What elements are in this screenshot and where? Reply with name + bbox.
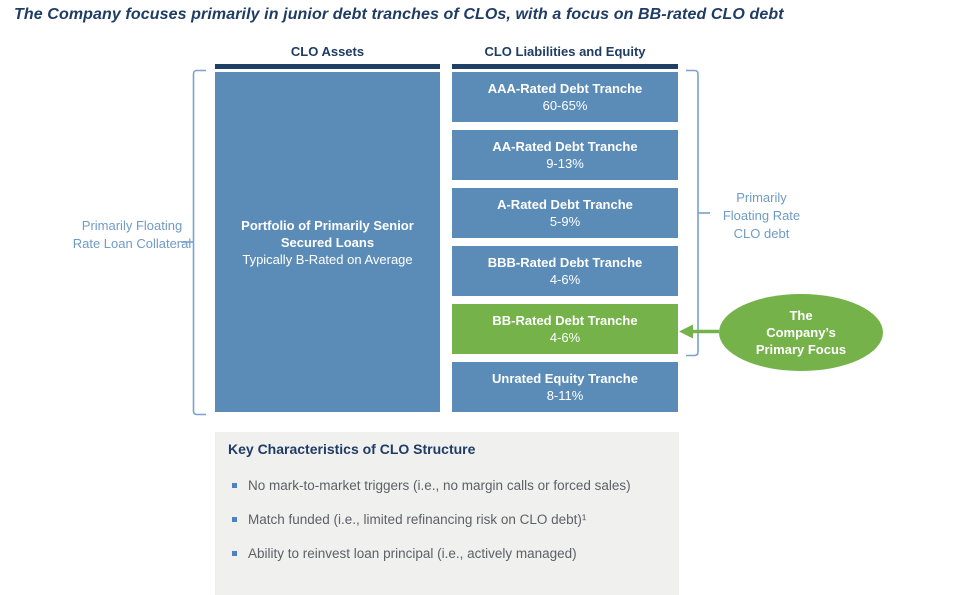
callout-line: The [789, 308, 813, 323]
right-bracket [686, 69, 699, 357]
callout-line: Company’s [766, 325, 836, 340]
list-item: No mark-to-market triggers (i.e., no mar… [232, 476, 667, 495]
tranche-bb-focus: BB-Rated Debt Tranche 4-6% [452, 304, 678, 354]
tranche-range: 5-9% [549, 214, 581, 229]
tranche-aa: AA-Rated Debt Tranche 9-13% [452, 130, 678, 180]
tranche-name: A-Rated Debt Tranche [497, 197, 633, 212]
tranche-range: 8-11% [546, 388, 584, 403]
list-item: Match funded (i.e., limited refinancing … [232, 510, 667, 529]
bullet-list: No mark-to-market triggers (i.e., no mar… [232, 476, 667, 578]
clo-assets-box: Portfolio of Primarily Senior Secured Lo… [215, 72, 440, 412]
tranche-range: 4-6% [549, 272, 581, 287]
tranche-name: Unrated Equity Tranche [492, 371, 638, 386]
column-header-clo-assets: CLO Assets [215, 44, 440, 69]
tranche-range: 60-65% [542, 98, 588, 113]
tranche-aaa: AAA-Rated Debt Tranche 60-65% [452, 72, 678, 122]
bullet-square-icon [232, 517, 237, 522]
left-bracket-label: Primarily Floating Rate Loan Collateral [72, 218, 192, 251]
bullet-square-icon [232, 483, 237, 488]
tranche-bbb: BBB-Rated Debt Tranche 4-6% [452, 246, 678, 296]
panel-title: Key Characteristics of CLO Structure [228, 441, 476, 457]
primary-focus-callout: The Company’s Primary Focus [719, 294, 883, 371]
left-bracket [192, 69, 206, 416]
column-header-clo-liabilities: CLO Liabilities and Equity [452, 44, 678, 69]
tranche-name: AAA-Rated Debt Tranche [487, 81, 643, 96]
tranche-name: BBB-Rated Debt Tranche [487, 255, 643, 270]
bullet-square-icon [232, 551, 237, 556]
tranche-name: BB-Rated Debt Tranche [492, 313, 638, 328]
tranche-range: 9-13% [546, 156, 584, 171]
tranche-a: A-Rated Debt Tranche 5-9% [452, 188, 678, 238]
page-title: The Company focuses primarily in junior … [14, 6, 784, 23]
callout-line: Primary Focus [755, 342, 847, 357]
list-item: Ability to reinvest loan principal (i.e.… [232, 544, 667, 563]
bullet-text: No mark-to-market triggers (i.e., no mar… [248, 478, 631, 493]
right-bracket-label: Primarily Floating Rate CLO debt [722, 190, 801, 241]
focus-arrow-head-icon [679, 324, 693, 339]
bullet-text: Ability to reinvest loan principal (i.e.… [248, 546, 577, 561]
assets-box-subtitle: Typically B-Rated on Average [242, 251, 413, 267]
bullet-text: Match funded (i.e., limited refinancing … [248, 512, 587, 527]
tranche-equity: Unrated Equity Tranche 8-11% [452, 362, 678, 412]
tranche-name: AA-Rated Debt Tranche [492, 139, 638, 154]
assets-box-title: Portfolio of Primarily Senior Secured Lo… [241, 217, 414, 250]
tranche-range: 4-6% [549, 330, 581, 345]
key-characteristics-panel: Key Characteristics of CLO Structure No … [215, 432, 679, 595]
